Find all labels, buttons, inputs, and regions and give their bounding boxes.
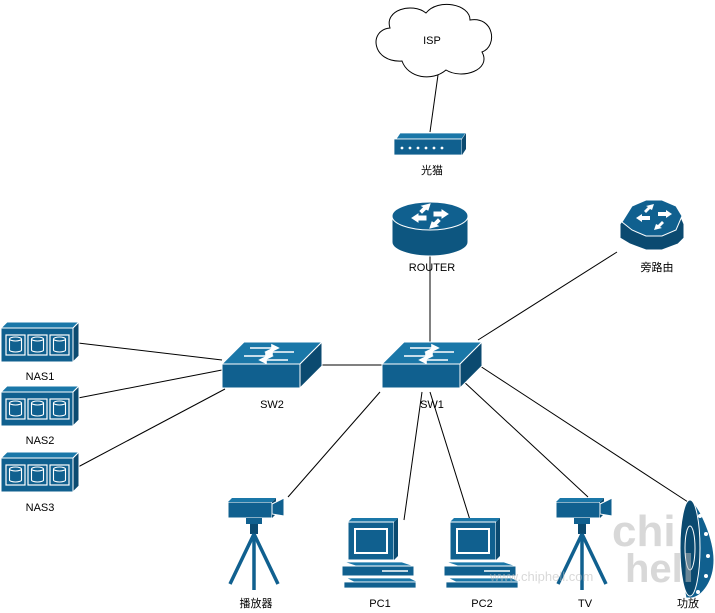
router-node: ROUTER xyxy=(391,201,469,274)
pc1-label: PC1 xyxy=(369,598,390,610)
camera-tripod-icon xyxy=(226,496,286,592)
bypass-router-node: 旁路由 xyxy=(619,199,685,274)
watermark-logo: chi xyxy=(612,507,676,556)
pc2-node: PC2 xyxy=(443,517,521,610)
switch-icon xyxy=(381,341,483,389)
nas2-label: NAS2 xyxy=(26,435,55,447)
modem-node: 光猫 xyxy=(393,132,467,177)
link-sw1-tv xyxy=(461,379,589,498)
router-icon xyxy=(619,199,685,251)
connection-lines xyxy=(77,74,689,521)
link-nas1-sw2 xyxy=(77,342,223,361)
nas1-label: NAS1 xyxy=(26,371,55,383)
link-nas3-sw2 xyxy=(77,388,226,468)
nas3-node: NAS3 xyxy=(0,451,80,514)
player-node: 播放器 xyxy=(226,496,286,610)
storage-array-icon xyxy=(0,385,80,427)
link-sw1-pc2 xyxy=(429,391,471,521)
watermark-url: www.chiphell.com xyxy=(489,569,593,584)
tv-node: TV xyxy=(554,496,614,610)
speaker-icon xyxy=(679,499,715,599)
link-sw1-player xyxy=(287,391,381,498)
storage-array-icon xyxy=(0,451,80,493)
router-label: ROUTER xyxy=(409,262,456,274)
nas1-node: NAS1 xyxy=(0,321,80,383)
nas3-label: NAS3 xyxy=(26,502,55,514)
sw2-node: SW2 xyxy=(221,341,323,411)
sw1-node: SW1 xyxy=(381,341,483,411)
link-sw1-pc1 xyxy=(403,391,423,521)
player-label: 播放器 xyxy=(240,596,273,610)
bypass-router-label: 旁路由 xyxy=(641,260,674,274)
switch-icon xyxy=(221,341,323,389)
modem-icon xyxy=(393,132,467,156)
storage-array-icon xyxy=(0,321,80,363)
sw1-label: SW1 xyxy=(420,399,444,411)
router-icon xyxy=(391,201,469,257)
amplifier-node: 功放 xyxy=(677,499,715,610)
modem-label: 光猫 xyxy=(421,163,443,177)
cloud-icon xyxy=(375,3,492,78)
link-bypass-sw1 xyxy=(477,251,618,341)
watermark: chi hell www.chiphell.com xyxy=(489,507,694,591)
watermark-logo-2: hell xyxy=(625,547,694,591)
link-nas2-sw2 xyxy=(77,369,223,399)
amplifier-label: 功放 xyxy=(677,596,699,610)
sw2-label: SW2 xyxy=(260,399,284,411)
tv-label: TV xyxy=(578,598,593,610)
isp-node: ISP xyxy=(375,3,492,78)
workstation-icon xyxy=(341,517,419,589)
isp-label: ISP xyxy=(423,35,441,47)
nas2-node: NAS2 xyxy=(0,385,80,447)
pc1-node: PC1 xyxy=(341,517,419,610)
link-sw1-amplifier xyxy=(479,365,689,503)
pc2-label: PC2 xyxy=(471,598,492,610)
link-isp-modem xyxy=(429,74,439,133)
